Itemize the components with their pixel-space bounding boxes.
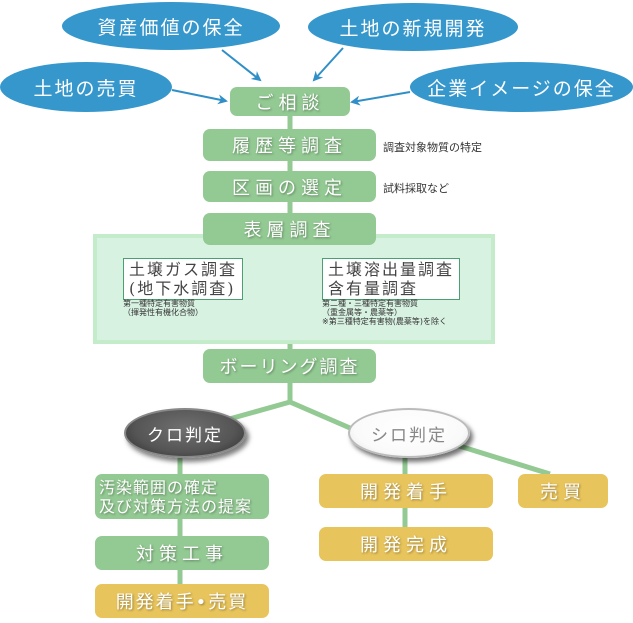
step-contamination-scope: 汚染範囲の確定 及び対策方法の提案 (95, 474, 269, 519)
step-consultation: ご相談 (230, 87, 350, 116)
arrow-sale (171, 89, 228, 105)
arrow-image (350, 91, 411, 106)
motive-asset-value: 資産価値の保全 (62, 2, 280, 50)
outcome-development-complete: 開発完成 (319, 527, 493, 561)
history-survey-note: 調査対象物質の特定 (383, 141, 482, 154)
motive-arrows (171, 47, 411, 106)
step-boring-survey: ボーリング調査 (203, 349, 376, 383)
judgement-black: クロ判定 (124, 408, 246, 458)
outcome-sale: 売買 (518, 474, 608, 508)
soil-gas-survey-box: 土壌ガス調査 (地下水調査) (123, 258, 244, 300)
soil-gas-survey-note: 第一種特定有害物質 （揮発性有機化合物） (123, 299, 203, 317)
soil-elution-survey-note: 第二種・三種特定有害物質 （重金属等・農薬等） ※第三種特定有害物(農薬等)を除… (322, 299, 447, 326)
outcome-development-start: 開発着手 (319, 474, 493, 508)
step-history-survey: 履歴等調査 (203, 129, 376, 161)
outcome-development-or-sale: 開発着手•売買 (95, 584, 269, 618)
step-surface-survey: 表層調査 (203, 213, 376, 245)
arrow-development (312, 47, 344, 82)
judgement-white: シロ判定 (348, 408, 470, 458)
step-zone-selection: 区画の選定 (203, 171, 376, 202)
zone-selection-note: 試料採取など (383, 182, 449, 195)
soil-elution-survey-box: 土壌溶出量調査 含有量調査 (322, 258, 461, 300)
motive-land-sale: 土地の売買 (0, 62, 172, 112)
step-countermeasure-work: 対策工事 (95, 536, 269, 570)
motive-corporate-image: 企業イメージの保全 (410, 62, 633, 112)
arrow-asset (221, 49, 262, 82)
motive-land-development: 土地の新規開発 (308, 3, 518, 51)
